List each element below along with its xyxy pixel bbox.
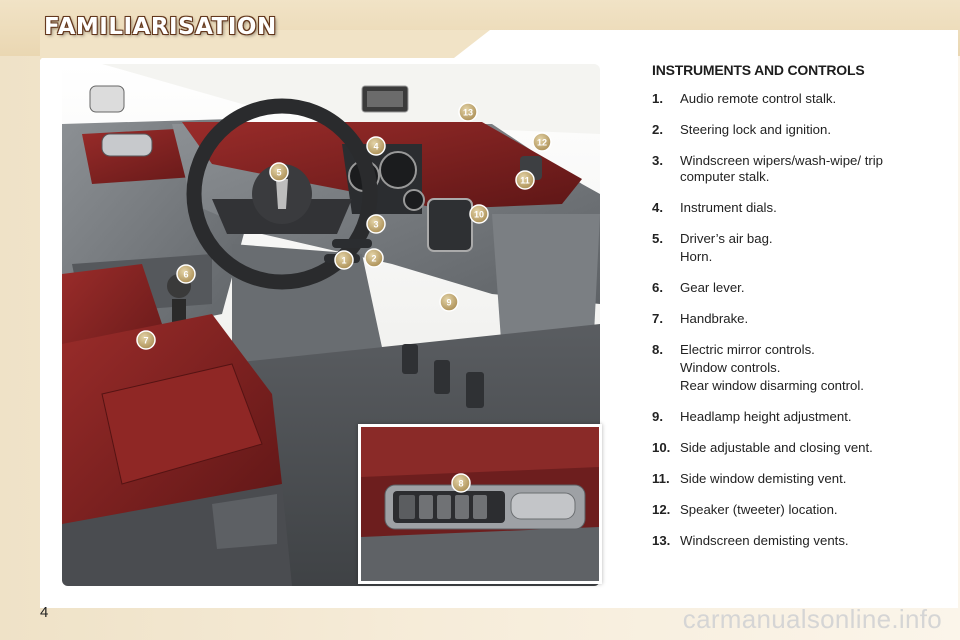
legend-item: 2. Steering lock and ignition.	[652, 122, 922, 138]
svg-text:4: 4	[373, 142, 378, 152]
callout-4: 4	[366, 136, 386, 156]
callout-12: 12	[532, 132, 552, 152]
legend-text: Window controls.	[680, 360, 781, 375]
legend-text: Windscreen demisting vents.	[680, 533, 849, 548]
legend-text: Gear lever.	[680, 280, 745, 295]
door-controls-drawing: 8	[361, 427, 599, 581]
callout-3: 3	[366, 214, 386, 234]
legend-text: Instrument dials.	[680, 200, 777, 215]
legend-item: 9. Headlamp height adjustment.	[652, 409, 922, 425]
callout-badges: 1 2 3 4 5 6 7 9 10 11 12 13	[136, 102, 552, 350]
callout-7: 7	[136, 330, 156, 350]
watermark: carmanualsonline.info	[682, 604, 942, 634]
legend-text: Rear window disarming control.	[680, 378, 864, 393]
svg-text:2: 2	[371, 254, 376, 264]
legend-number: 8.	[652, 342, 663, 357]
legend-item: 11. Side window demisting vent.	[652, 471, 922, 487]
legend-number: 4.	[652, 200, 663, 215]
legend-item: 10. Side adjustable and closing vent.	[652, 440, 922, 456]
legend-number: 12.	[652, 502, 671, 517]
svg-text:9: 9	[446, 298, 451, 308]
legend-text: Speaker (tweeter) location.	[680, 502, 838, 517]
legend-item: 1. Audio remote control stalk.	[652, 91, 922, 107]
svg-text:11: 11	[520, 176, 530, 186]
svg-text:1: 1	[341, 256, 346, 266]
legend-item: 3. Windscreen wipers/wash-wipe/ trip com…	[652, 153, 922, 185]
legend-item: 4. Instrument dials.	[652, 200, 922, 216]
legend-item: 5. Driver’s air bag. Horn.	[652, 231, 922, 265]
callout-8: 8	[451, 473, 471, 493]
svg-text:3: 3	[373, 220, 378, 230]
legend-number: 13.	[652, 533, 671, 548]
svg-text:7: 7	[143, 336, 148, 346]
svg-text:12: 12	[537, 138, 547, 148]
door-controls-inset: 8	[358, 424, 602, 584]
svg-text:8: 8	[458, 479, 463, 489]
svg-text:10: 10	[474, 210, 484, 220]
svg-text:5: 5	[276, 168, 281, 178]
panel-corner-shade	[40, 30, 490, 58]
legend-item: 12. Speaker (tweeter) location.	[652, 502, 922, 518]
legend-text: Handbrake.	[680, 311, 749, 326]
callout-10: 10	[469, 204, 489, 224]
legend-item: 7. Handbrake.	[652, 311, 922, 327]
legend-number: 2.	[652, 122, 663, 137]
callout-6: 6	[176, 264, 196, 284]
legend-text: Audio remote control stalk.	[680, 91, 837, 106]
legend-number: 11.	[652, 471, 670, 486]
legend-number: 7.	[652, 311, 663, 326]
legend-text: Side window demisting vent.	[680, 471, 847, 486]
legend-item: 6. Gear lever.	[652, 280, 922, 296]
svg-text:6: 6	[183, 270, 188, 280]
callout-5: 5	[269, 162, 289, 182]
legend-number: 5.	[652, 231, 663, 246]
legend-text: Side adjustable and closing vent.	[680, 440, 873, 455]
legend-number: 3.	[652, 153, 663, 168]
page-number: 4	[40, 604, 49, 621]
page-title: FAMILIARISATION	[44, 14, 277, 40]
callout-11: 11	[515, 170, 535, 190]
legend-text: Windscreen wipers/wash-wipe/ trip comput…	[680, 153, 884, 184]
legend-heading: INSTRUMENTS AND CONTROLS	[652, 62, 865, 78]
legend-number: 1.	[652, 91, 663, 106]
legend-item: 8. Electric mirror controls. Window cont…	[652, 342, 922, 394]
legend-text: Steering lock and ignition.	[680, 122, 832, 137]
legend-number: 6.	[652, 280, 663, 295]
callout-9: 9	[439, 292, 459, 312]
callout-1: 1	[334, 250, 354, 270]
legend-text: Headlamp height adjustment.	[680, 409, 852, 424]
instruments-legend: INSTRUMENTS AND CONTROLS 1. Audio remote…	[652, 62, 922, 564]
callout-2: 2	[364, 248, 384, 268]
legend-text: Horn.	[680, 249, 713, 264]
svg-text:13: 13	[463, 108, 473, 118]
legend-number: 9.	[652, 409, 663, 424]
legend-number: 10.	[652, 440, 671, 455]
legend-text: Driver’s air bag.	[680, 231, 773, 246]
legend-item: 13. Windscreen demisting vents.	[652, 533, 922, 549]
legend-text: Electric mirror controls.	[680, 342, 815, 357]
callout-13: 13	[458, 102, 478, 122]
